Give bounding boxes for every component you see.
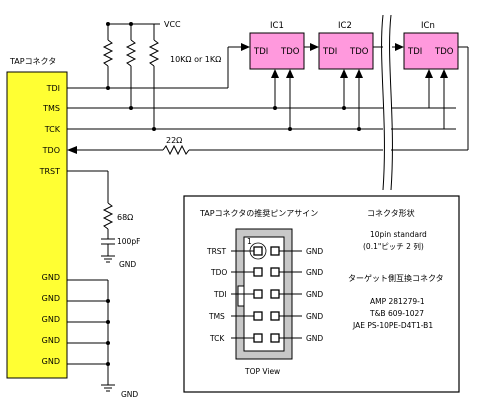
header-left-trst: TRST <box>206 247 227 256</box>
pullup-label: 10KΩ or 1KΩ <box>170 55 221 64</box>
icn-tdi: TDI <box>407 47 422 57</box>
chain-wiring <box>227 43 469 150</box>
header-left-tck: TCK <box>209 334 225 343</box>
ic1-tdi: TDI <box>253 47 268 57</box>
header-left-tdo: TDO <box>210 268 227 277</box>
header-right-gnd-2: GND <box>306 268 323 277</box>
gnd-label-mid: GND <box>119 260 136 269</box>
icn-chip: ICn TDI TDO <box>403 21 459 70</box>
trst-resistor <box>102 202 114 230</box>
connector-pin-tdi: TDI <box>46 84 60 93</box>
header-left-tdi: TDI <box>213 290 227 299</box>
series-resistor <box>162 144 190 156</box>
pinout-box <box>183 195 460 393</box>
top-view-label: TOP View <box>244 367 280 376</box>
header-right-gnd-4: GND <box>306 312 323 321</box>
tap-connector-title: TAPコネクタ <box>9 57 56 66</box>
connector-pin-tdo: TDO <box>42 146 60 155</box>
part-3: JAE PS-10PE-D4T1-B1 <box>352 321 433 330</box>
ic2-tdo: TDO <box>349 47 369 57</box>
tdo-arrow-icon <box>67 146 77 154</box>
ic1-name: IC1 <box>270 21 284 31</box>
target-heading: ターゲット側互換コネクタ <box>348 273 444 283</box>
header-connector: 1 <box>231 228 302 360</box>
header-pins <box>253 246 280 343</box>
header-right-gnd-5: GND <box>306 334 323 343</box>
ic1-chip: IC1 TDI TDO <box>249 21 305 70</box>
shape-line-1: 10pin standard <box>370 230 427 239</box>
shape-heading: コネクタ形状 <box>367 208 415 218</box>
pullup-resistors <box>102 24 160 129</box>
header-left-tms: TMS <box>208 312 225 321</box>
shape-line-2: (0.1"ピッチ 2 列) <box>363 241 424 251</box>
trst-capacitor-label: 100pF <box>117 237 140 246</box>
connector-gnd-1: GND <box>42 273 60 282</box>
ic1-tdo: TDO <box>280 47 300 57</box>
chain-break-mark <box>381 14 393 191</box>
connector-gnd-2: GND <box>42 294 60 303</box>
pinout-title: TAPコネクタの推奨ピンアサイン <box>199 208 318 218</box>
gnd-label-bottom: GND <box>121 390 138 399</box>
icn-tdo: TDO <box>434 47 454 57</box>
connector-gnd-3: GND <box>42 315 60 324</box>
part-2: T&B 609-1027 <box>369 309 424 318</box>
ic2-name: IC2 <box>338 21 352 31</box>
pin1-label: 1 <box>247 237 252 246</box>
series-resistor-label: 22Ω <box>166 136 182 145</box>
gnd-bus <box>67 279 115 392</box>
ic2-chip: IC2 TDI TDO <box>318 21 374 70</box>
connector-pin-tms: TMS <box>42 104 60 113</box>
header-right-gnd-1: GND <box>306 247 323 256</box>
trst-resistor-label: 68Ω <box>117 213 133 222</box>
connector-gnd-4: GND <box>42 336 60 345</box>
header-right-gnd-3: GND <box>306 290 323 299</box>
signal-wires <box>67 87 468 172</box>
icn-name: ICn <box>421 21 435 31</box>
connector-gnd-5: GND <box>42 357 60 366</box>
vcc-label: VCC <box>164 20 181 29</box>
tap-connector-block <box>6 71 68 379</box>
connector-pin-tck: TCK <box>44 125 61 134</box>
ic2-tdi: TDI <box>322 47 337 57</box>
header-leads <box>231 250 302 339</box>
part-1: AMP 281279-1 <box>370 297 425 306</box>
connector-pin-trst: TRST <box>39 167 61 176</box>
